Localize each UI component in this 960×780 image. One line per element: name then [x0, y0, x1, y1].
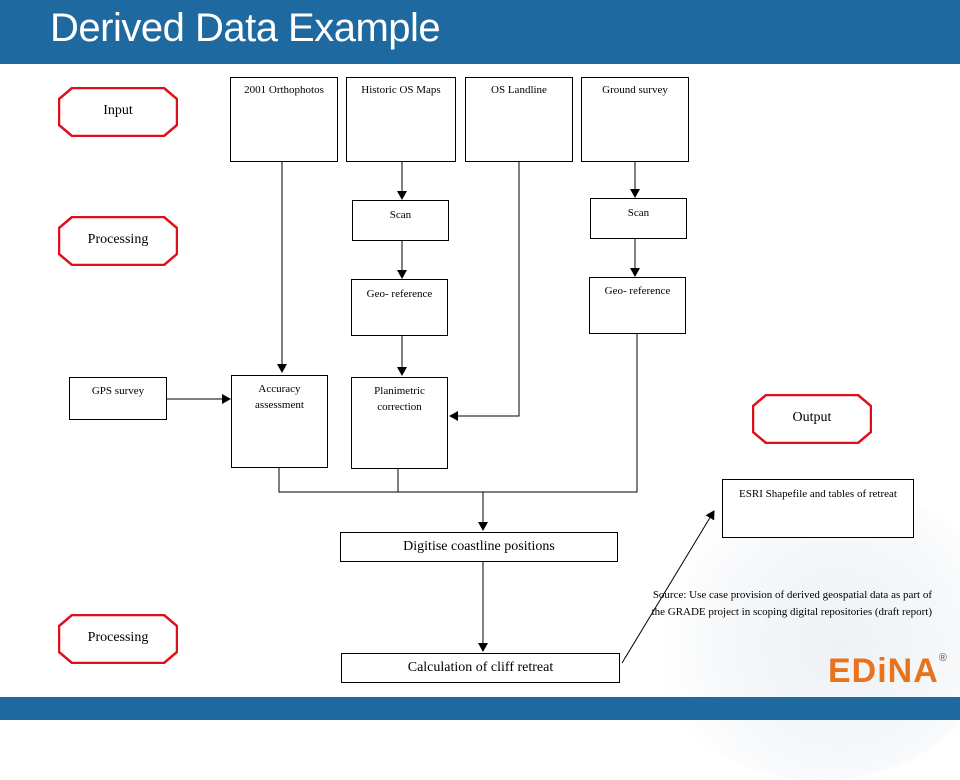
- arrow-calculation-to-output: [621, 510, 715, 664]
- ground-survey-box: Ground survey: [581, 77, 689, 162]
- output-label-text: Output: [792, 410, 832, 425]
- octagon-shape: [751, 393, 873, 445]
- input-label-text: Input: [103, 103, 133, 118]
- accuracy-assessment-text: Accuracy assessment: [255, 383, 304, 411]
- georeference-text-2: Geo- reference: [604, 285, 671, 297]
- calculation-box: Calculation of cliff retreat: [341, 653, 620, 683]
- esri-shapefile-box: ESRI Shapefile and tables of retreat: [722, 479, 914, 538]
- orthophotos-text: 2001 Orthophotos: [244, 84, 324, 96]
- historic-os-maps-text: Historic OS Maps: [361, 84, 441, 96]
- source-note: Source: Use case provision of derived ge…: [651, 589, 932, 618]
- footer-bar: [0, 697, 960, 720]
- os-landline-box: OS Landline: [465, 77, 573, 162]
- scan-box-2: Scan: [590, 198, 687, 239]
- processing-label-bottom: Processing: [57, 613, 179, 665]
- calculation-text: Calculation of cliff retreat: [407, 660, 554, 675]
- merge-line: [278, 334, 638, 493]
- scan-text-2: Scan: [627, 207, 650, 219]
- octagon-shape: [57, 86, 179, 138]
- gps-survey-text: GPS survey: [91, 385, 145, 397]
- orthophotos-box: 2001 Orthophotos: [230, 77, 338, 162]
- processing-label-top-text: Processing: [87, 232, 149, 247]
- edina-logo: EDiNA®: [828, 652, 948, 691]
- octagon-shape: [57, 215, 179, 267]
- output-label: Output: [751, 393, 873, 445]
- octagon-shape: [57, 613, 179, 665]
- processing-label-top: Processing: [57, 215, 179, 267]
- georeference-text-1: Geo- reference: [366, 288, 433, 300]
- georeference-box-1: Geo- reference: [351, 279, 448, 336]
- edina-logo-text: EDiNA: [828, 652, 939, 690]
- slide-title: Derived Data Example: [50, 6, 441, 50]
- esri-shapefile-text: ESRI Shapefile and tables of retreat: [739, 488, 897, 500]
- accuracy-assessment-box: Accuracy assessment: [231, 375, 328, 468]
- ground-survey-text: Ground survey: [602, 84, 668, 96]
- os-landline-text: OS Landline: [491, 84, 547, 96]
- scan-box-1: Scan: [352, 200, 449, 241]
- gps-survey-box: GPS survey: [69, 377, 167, 420]
- georeference-box-2: Geo- reference: [589, 277, 686, 334]
- digitise-box: Digitise coastline positions: [340, 532, 618, 562]
- historic-os-maps-box: Historic OS Maps: [346, 77, 456, 162]
- scan-text-1: Scan: [389, 209, 412, 221]
- processing-label-bottom-text: Processing: [87, 630, 149, 645]
- input-label: Input: [57, 86, 179, 138]
- registered-mark: ®: [938, 652, 948, 664]
- title-bar: Derived Data Example: [0, 0, 960, 64]
- planimetric-correction-text: Planimetric correction: [374, 385, 425, 413]
- planimetric-correction-box: Planimetric correction: [351, 377, 448, 469]
- connector-lines: [167, 161, 715, 664]
- digitise-text: Digitise coastline positions: [403, 539, 555, 554]
- arrow-landline-to-planimetric: [449, 161, 520, 421]
